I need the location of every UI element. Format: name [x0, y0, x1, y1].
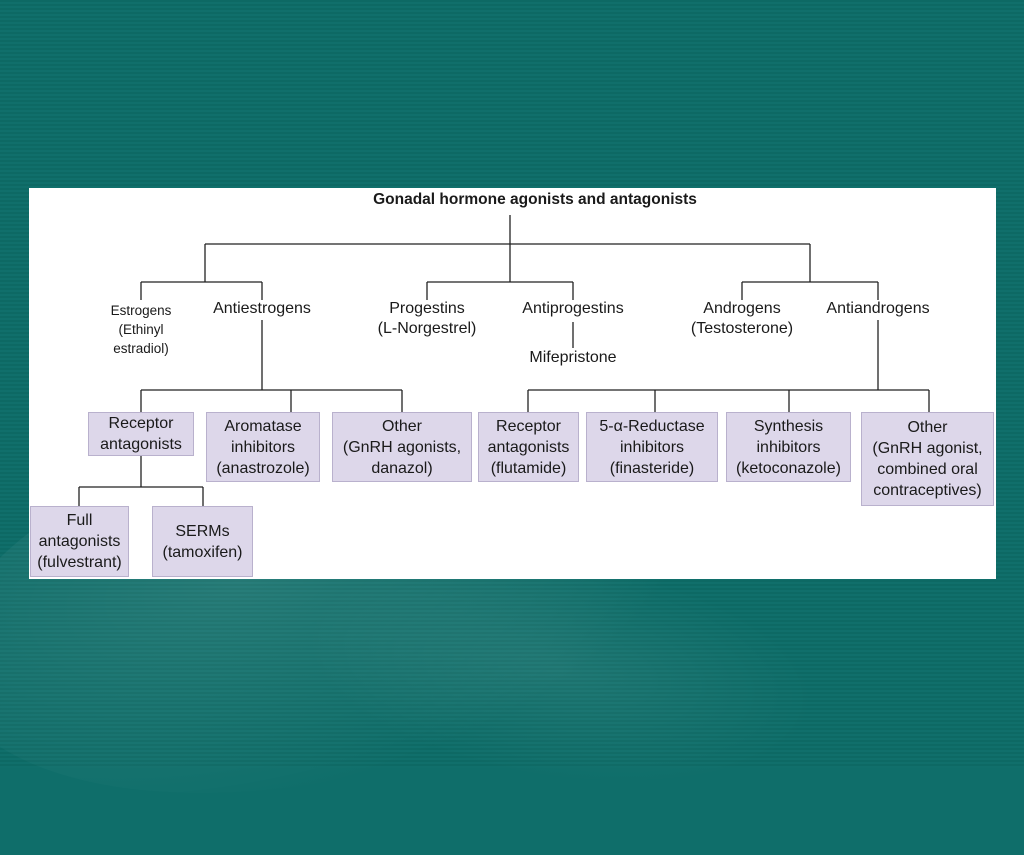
androgen-receptor-antagonists-box: Receptor antagonists (flutamide) — [478, 412, 579, 482]
box-line: 5-α-Reductase — [599, 417, 705, 435]
box-line: Other — [381, 417, 422, 435]
box-line: Aromatase — [224, 417, 302, 435]
box-line: (finasteride) — [609, 459, 695, 477]
box-line: (ketoconazole) — [736, 459, 841, 477]
estrogens-line-1: Estrogens — [110, 303, 172, 318]
box-line: Synthesis — [753, 417, 824, 435]
box-line: Receptor — [496, 417, 561, 435]
box-line: SERMs — [175, 522, 230, 540]
progestins-label: Progestins (L-Norgestrel) — [362, 299, 492, 339]
box-line: (tamoxifen) — [162, 543, 243, 561]
box-line: (anastrozole) — [216, 459, 310, 477]
diagram-panel: Gonadal hormone agonists and antagonists… — [29, 188, 996, 579]
box-line: antagonists — [100, 436, 182, 453]
box-line: contraceptives) — [873, 482, 982, 499]
antiestrogens-label: Antiestrogens — [213, 300, 311, 317]
progestins-line-2: (L-Norgestrel) — [377, 320, 477, 337]
androgens-line-1: Androgens — [703, 300, 781, 317]
connector-lines — [78, 215, 930, 506]
progestins-line-1: Progestins — [389, 300, 465, 317]
box-line: inhibitors — [756, 438, 821, 456]
estrogens-line-2: (Ethinyl — [118, 322, 164, 337]
box-line: Full — [66, 512, 93, 529]
serms-box: SERMs (tamoxifen) — [152, 506, 253, 577]
androgens-line-2: (Testosterone) — [690, 320, 794, 337]
estrogens-line-3: estradiol) — [113, 341, 169, 356]
box-line: (flutamide) — [490, 459, 567, 477]
box-line: Receptor — [108, 415, 174, 432]
box-line: (GnRH agonist, — [872, 440, 983, 457]
5-alpha-reductase-inhibitors-box: 5-α-Reductase inhibitors (finasteride) — [586, 412, 718, 482]
box-line: inhibitors — [619, 438, 685, 456]
antiandrogens-label: Antiandrogens — [826, 300, 930, 317]
box-line: antagonists — [487, 438, 570, 456]
box-line: (GnRH agonists, — [342, 438, 462, 456]
estrogen-receptor-antagonists-box: Receptor antagonists — [88, 412, 194, 456]
aromatase-inhibitors-box: Aromatase inhibitors (anastrozole) — [206, 412, 320, 482]
diagram-title: Gonadal hormone agonists and antagonists — [373, 191, 697, 208]
box-line: antagonists — [38, 533, 121, 550]
box-line: combined oral — [877, 461, 978, 478]
synthesis-inhibitors-box: Synthesis inhibitors (ketoconazole) — [726, 412, 851, 482]
antiandrogen-other-box: Other (GnRH agonist, combined oral contr… — [861, 412, 994, 506]
box-line: Other — [907, 419, 948, 436]
full-antagonists-box: Full antagonists (fulvestrant) — [30, 506, 129, 577]
androgens-label: Androgens (Testosterone) — [672, 299, 812, 339]
antiprogestins-label: Antiprogestins — [522, 300, 624, 317]
box-line: danazol) — [371, 459, 433, 477]
estrogens-label: Estrogens (Ethinyl estradiol) — [91, 301, 191, 358]
mifepristone-label: Mifepristone — [529, 349, 617, 366]
box-line: inhibitors — [230, 438, 296, 456]
box-line: (fulvestrant) — [37, 554, 122, 571]
antiestrogen-other-box: Other (GnRH agonists, danazol) — [332, 412, 472, 482]
